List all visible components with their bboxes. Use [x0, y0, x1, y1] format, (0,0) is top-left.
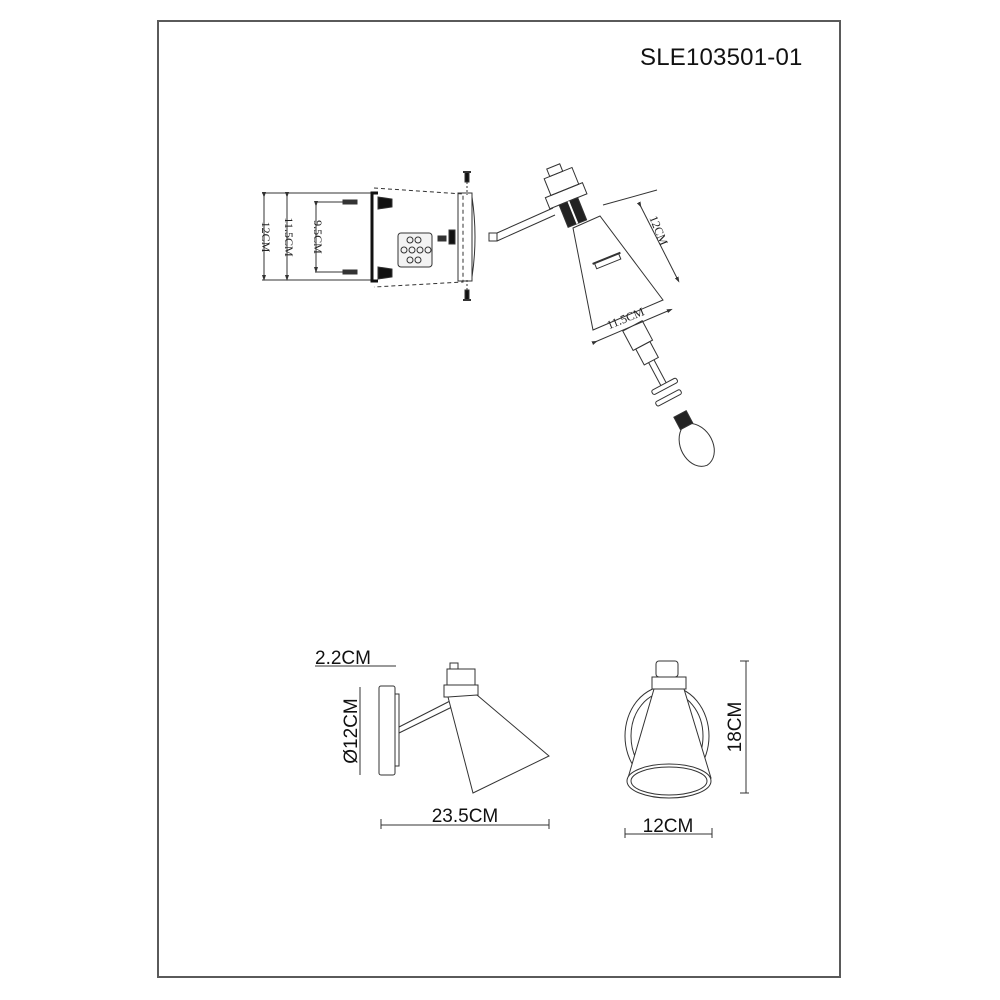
dim-inner-height: 11.5CM — [282, 217, 296, 257]
model-number: SLE103501-01 — [640, 44, 803, 71]
dim-front-width: 12CM — [643, 816, 694, 837]
dim-front-height: 18CM — [725, 702, 746, 753]
front-view — [624, 660, 749, 838]
dim-shade-length: 12CM — [646, 214, 671, 248]
dim-outer-height: 12CM — [259, 222, 273, 253]
dim-backplate-diameter: Ø12CM — [341, 698, 362, 763]
side-view — [315, 662, 550, 829]
drawing-frame — [157, 20, 841, 978]
dim-total-projection: 23.5CM — [432, 806, 499, 827]
backplate-mounting-view — [262, 171, 476, 301]
dim-backplate-depth: 2.2CM — [315, 648, 371, 669]
exploded-lamp-view — [488, 163, 715, 467]
dim-mount-spacing: 9.5CM — [311, 220, 325, 254]
